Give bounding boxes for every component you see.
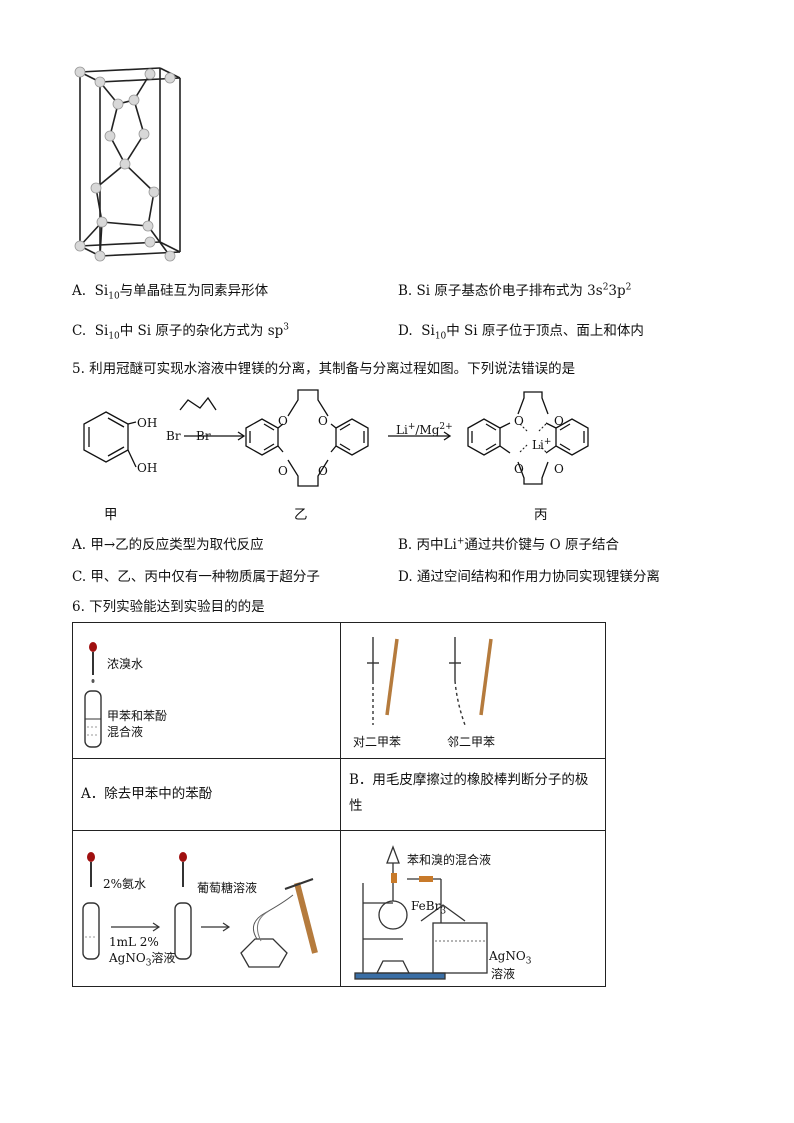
agno3-text: AgNO [109, 951, 146, 965]
febr-text: FeBr [411, 899, 441, 913]
o-label: O [278, 414, 288, 428]
formula-si: Si [94, 283, 109, 299]
formula-si: Si [421, 323, 435, 339]
reagent-li-mg: Li+/Mg2+ [396, 422, 453, 438]
option-text: 中 Si 原子位于顶点、面上和体内 [446, 323, 644, 339]
q5-option-a: A. 甲→乙的反应类型为取代反应 [72, 537, 264, 553]
option-letter: C. [72, 323, 87, 339]
si10-structure-figure [74, 66, 181, 262]
label-o-xylene: 邻二甲苯 [447, 735, 496, 749]
subscript: 3 [440, 906, 447, 917]
label-volume: 1mL 2% [109, 935, 159, 949]
label-ammonia: 2%氨水 [103, 877, 147, 891]
subscript: 3 [525, 956, 532, 967]
compound-name-yi: 乙 [294, 507, 308, 523]
option-text: 通过共价键与 O 原子结合 [464, 537, 620, 553]
option-a-caption: A．除去甲苯中的苯酚 [81, 786, 213, 802]
q5-option-c: C. 甲、乙、丙中仅有一种物质属于超分子 [72, 569, 320, 585]
superscript: + [407, 422, 416, 432]
option-text: 中 Si 原子的杂化方式为 sp [119, 323, 284, 339]
cell-b-caption: B．用毛皮摩擦过的橡胶棒判断分子的极性 [340, 758, 606, 831]
oh-label: OH [137, 461, 158, 475]
reagent-li: Li [396, 423, 408, 437]
cell-a-caption: A．除去甲苯中的苯酚 [72, 758, 341, 831]
oh-label: OH [137, 416, 158, 430]
superscript: 2 [625, 282, 632, 293]
solution-text: 溶液 [151, 951, 176, 965]
label-benzene-bromine: 苯和溴的混合液 [407, 853, 492, 867]
li-ion-label: Li+ [532, 437, 552, 453]
reagent-mg: /Mg [415, 423, 440, 437]
option-text: 3p [608, 283, 626, 299]
experiment-table: 浓溴水 甲苯和苯酚 混合液 对二甲苯 邻二甲苯 A．除去甲苯中的苯酚 [72, 622, 606, 987]
option-text: B. 丙中 [398, 537, 444, 553]
option-letter: D. [398, 323, 413, 339]
q4-option-a: A. Si10与单晶硅互为同素异形体 [72, 282, 269, 302]
q5-stem: 5. 利用冠醚可实现水溶液中锂镁的分离，其制备与分离过程如图。下列说法错误的是 [72, 361, 576, 377]
label-bromine-water: 浓溴水 [107, 657, 144, 671]
compound-name-bing: 丙 [534, 507, 548, 523]
formula-si: Si [94, 323, 109, 339]
q4-option-b: B. Si 原子基态价电子排布式为 3s23p2 [398, 282, 631, 300]
subscript: 3 [145, 958, 152, 969]
label-glucose: 葡萄糖溶液 [197, 881, 258, 895]
superscript: 3 [283, 322, 290, 333]
option-text: 与单晶硅互为同素异形体 [119, 283, 269, 299]
o-label: O [278, 464, 288, 478]
label-febr3: FeBr3 [411, 899, 447, 917]
dropper-and-tube-figure [84, 642, 102, 748]
option-letter: A. [72, 283, 87, 299]
formula-subscript: 10 [108, 331, 120, 342]
bromination-apparatus-figure [354, 845, 488, 980]
li-text: Li [443, 537, 457, 553]
burette-and-rod-figure [367, 637, 493, 726]
formula-subscript: 10 [434, 331, 447, 342]
br-label: Br [196, 429, 211, 443]
option-b-caption-line1: B．用毛皮摩擦过的橡胶棒判断分子的极 [349, 772, 589, 788]
o-label: O [514, 462, 524, 476]
q6-stem: 6. 下列实验能达到实验目的的是 [72, 599, 265, 615]
compound-name-jia: 甲 [104, 507, 118, 523]
silver-mirror-figure [82, 852, 318, 968]
label-toluene-phenol: 甲苯和苯酚 [107, 709, 168, 723]
label-solution: 溶液 [491, 967, 516, 981]
q5-option-b: B. 丙中Li+通过共价键与 O 原子结合 [398, 536, 619, 554]
superscript: 2 [602, 282, 609, 293]
option-text: Si 原子基态价电子排布式为 3s [416, 283, 603, 299]
q4-option-d: D. Si10中 Si 原子位于顶点、面上和体内 [398, 322, 644, 342]
superscript: + [456, 536, 465, 547]
o-label: O [318, 464, 328, 478]
o-label: O [554, 414, 564, 428]
label-mixture: 混合液 [107, 725, 144, 739]
crown-ether-reaction-scheme [83, 389, 589, 487]
cell-b-figure: 对二甲苯 邻二甲苯 [340, 622, 606, 759]
cell-c-figure: 2%氨水 葡萄糖溶液 1mL 2% AgNO3溶液 [72, 830, 341, 987]
cell-a-figure: 浓溴水 甲苯和苯酚 混合液 [72, 622, 341, 759]
option-letter: B. [398, 283, 413, 299]
superscript: 2+ [439, 422, 453, 432]
o-label: O [514, 414, 524, 428]
o-label: O [554, 462, 564, 476]
q4-option-c: C. Si10中 Si 原子的杂化方式为 sp3 [72, 322, 290, 342]
label-agno3: AgNO3 [489, 949, 532, 967]
formula-subscript: 10 [108, 291, 120, 302]
cell-d-figure: 苯和溴的混合液 FeBr3 AgNO3 溶液 [340, 830, 606, 987]
label-agno3-solution: AgNO3溶液 [109, 949, 176, 969]
label-p-xylene: 对二甲苯 [353, 735, 402, 749]
o-label: O [318, 414, 328, 428]
option-b-caption-line2: 性 [349, 798, 363, 814]
br-label: Br [166, 429, 181, 443]
li-text: Li [532, 438, 544, 452]
agno3-text: AgNO [489, 949, 526, 963]
superscript: + [543, 437, 552, 447]
q5-option-d: D. 通过空间结构和作用力协同实现锂镁分离 [398, 569, 660, 585]
